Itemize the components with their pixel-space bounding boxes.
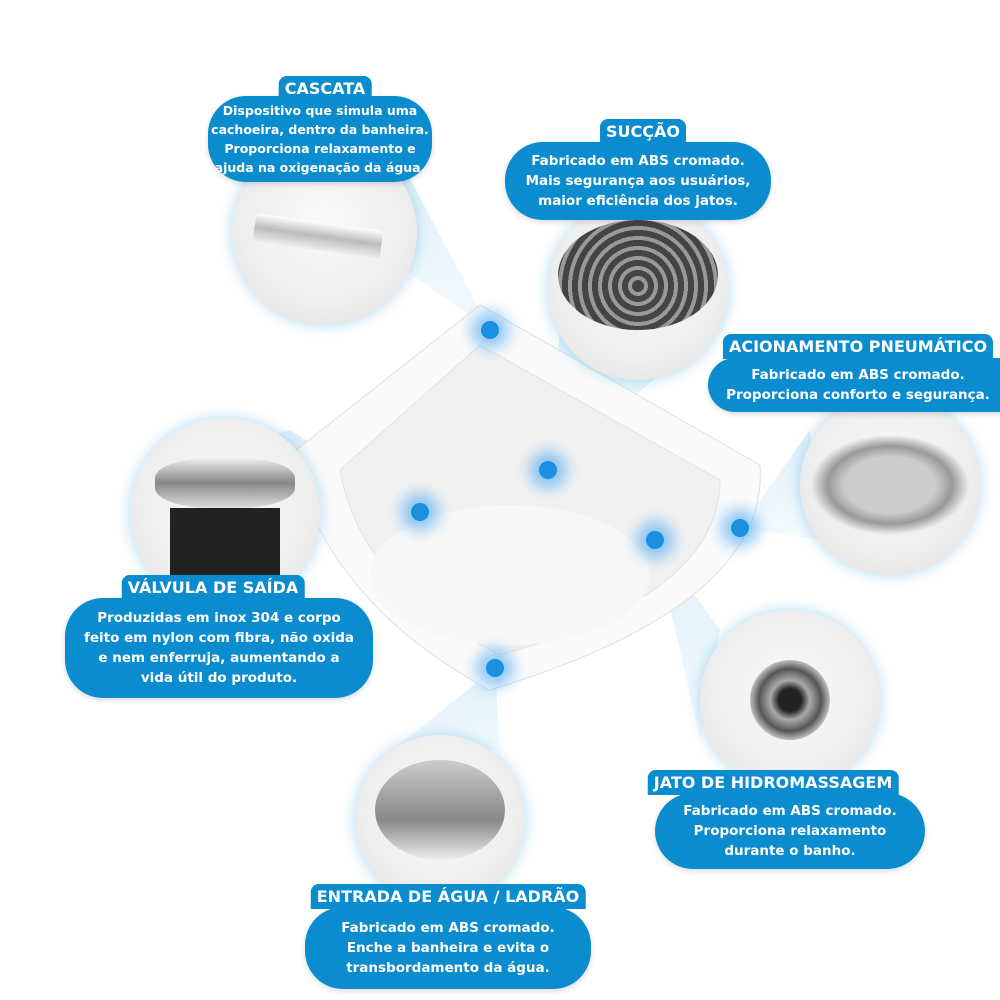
callout-line: feito em nylon com fibra, não oxida (83, 630, 355, 646)
callout-line: Dispositivo que simula uma (222, 103, 418, 118)
callout-line: Enche a banheira e evita o (346, 940, 550, 956)
acionamento-image (800, 395, 980, 575)
callout-title: JATO DE HIDROMASSAGEM (647, 770, 899, 795)
corner-bathtub (290, 305, 761, 691)
callout-line: e nem enferruja, aumentando a (98, 650, 340, 666)
callout-line: Mais segurança aos usuários, (525, 173, 751, 189)
hotspot-valvula (411, 503, 429, 521)
hotspot-cascata (481, 321, 499, 339)
callout-line: maior eficiência dos jatos. (538, 193, 738, 209)
hotspot-acionamento (731, 519, 749, 537)
callout-line: Proporciona relaxamento e (224, 141, 416, 156)
callout-line: Fabricado em ABS cromado. (751, 367, 965, 383)
callout-title: CASCATA (278, 76, 372, 101)
callout-line: durante o banho. (724, 843, 856, 859)
callout-line: Fabricado em ABS cromado. (531, 153, 745, 169)
callout-line: Fabricado em ABS cromado. (683, 803, 897, 819)
hotspot-jato (646, 531, 664, 549)
callout-line: ajuda na oxigenação da água. (214, 160, 426, 175)
callout-line: Proporciona relaxamento (693, 823, 887, 839)
jato-image (700, 610, 880, 790)
callout-title: VÁLVULA DE SAÍDA (121, 575, 305, 600)
entrada-image (355, 735, 525, 905)
hotspot-entrada (486, 659, 504, 677)
callout-title: SUCÇÃO (600, 119, 686, 144)
hotspot-succao (539, 461, 557, 479)
callout-line: Proporciona conforto e segurança. (726, 387, 990, 403)
callout-line: Fabricado em ABS cromado. (341, 920, 555, 936)
callout-line: cachoeira, dentro da banheira. (211, 122, 429, 137)
callout-title: ACIONAMENTO PNEUMÁTICO (722, 334, 994, 359)
callout-line: vida útil do produto. (140, 670, 298, 686)
callout-line: transbordamento da água. (346, 960, 550, 976)
succao-image (548, 200, 728, 380)
callout-line: Produzidas em inox 304 e corpo (97, 610, 341, 626)
callout-title: ENTRADA DE ÁGUA / LADRÃO (310, 884, 586, 909)
